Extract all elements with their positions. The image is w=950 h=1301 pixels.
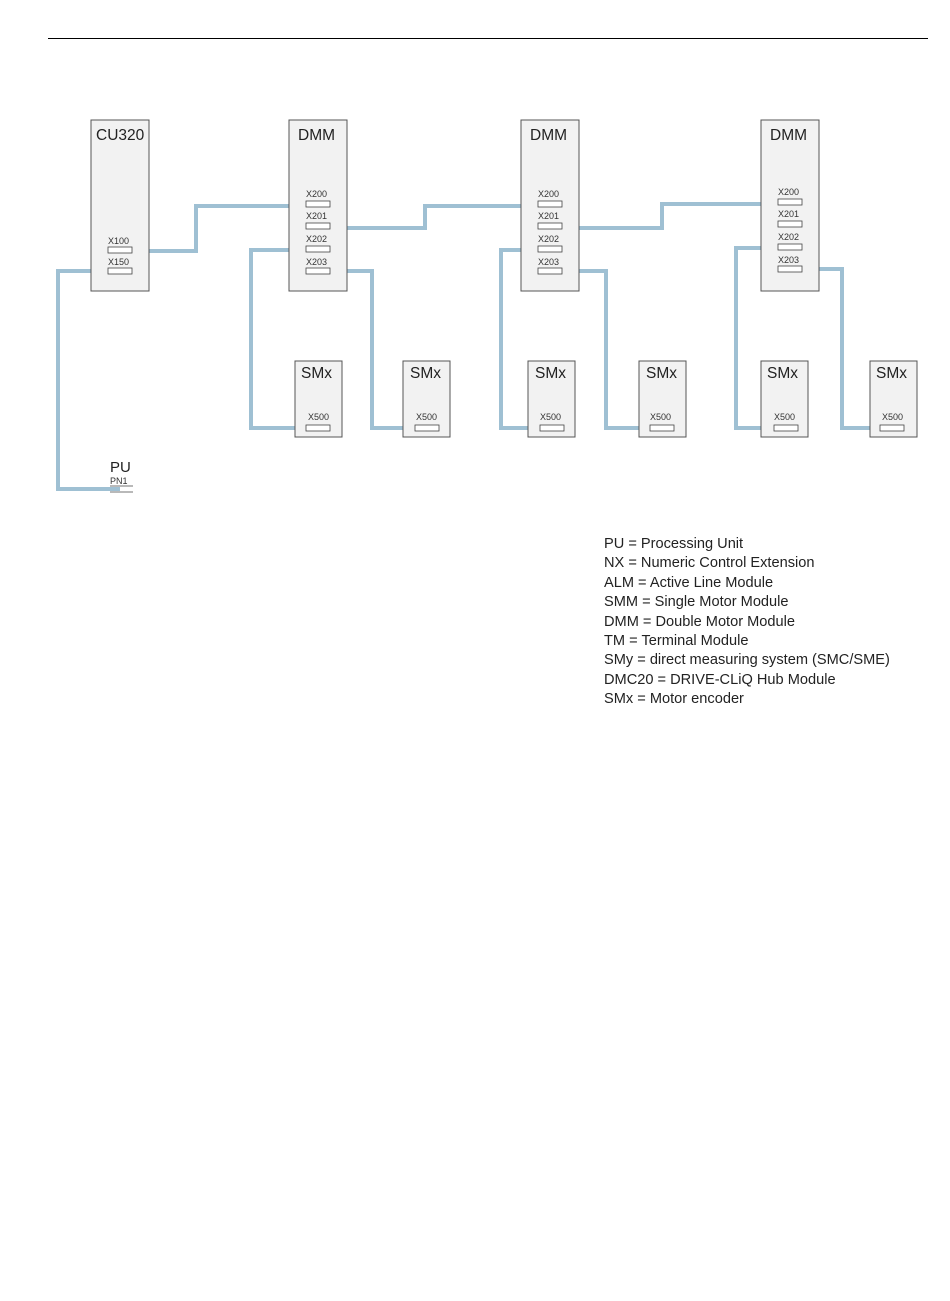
module-pu-title: PU [110,459,131,476]
legend: PU = Processing Unit NX = Numeric Contro… [604,535,944,710]
legend-item: DMM = Double Motor Module [604,613,796,630]
module-smx-5: SMx X500 [760,360,809,438]
port-label-x201: X201 [778,209,799,219]
module-dmm-1-title: DMM [298,127,335,144]
port-label-x203: X203 [538,257,559,267]
port-label-x203: X203 [306,257,327,267]
port-label-x200: X200 [778,187,799,197]
header-rule [48,38,928,39]
port-label-x500: X500 [650,412,671,422]
module-smx-title: SMx [410,365,441,382]
module-smx-title: SMx [301,365,332,382]
port-x500 [414,424,440,432]
legend-item: SMx = Motor encoder [604,691,744,708]
legend-item: SMM = Single Motor Module [604,594,789,611]
port-x100 [107,246,133,254]
port-x202 [777,243,803,251]
cable-cu320-x150-to-pu-pn1 [56,269,120,491]
port-x500 [773,424,799,432]
module-smx-box [638,360,687,438]
legend-item: SMy = direct measuring system (SMC/SME) [604,652,890,669]
cable-cu320-x100-to-dmm1-x200 [118,204,318,253]
module-dmm-3-title: DMM [770,127,807,144]
port-label-x202: X202 [306,234,327,244]
module-smx-3: SMx X500 [527,360,576,438]
port-x150 [107,267,133,275]
cable-dmm2-x201-to-dmm3-x200 [550,202,790,230]
drive-cliq-topology-diagram: CU320 X100 X150 DMM X200 X201 X202 X203 … [56,119,918,493]
port-x200 [777,198,803,206]
port-x203 [305,267,331,275]
port-label-x201: X201 [538,211,559,221]
port-x500 [649,424,675,432]
port-label-x202: X202 [538,234,559,244]
port-label-x201: X201 [306,211,327,221]
module-smx-title: SMx [535,365,566,382]
port-x500 [305,424,331,432]
port-label-x200: X200 [306,189,327,199]
module-cu320-box [90,119,150,292]
module-cu320-title: CU320 [96,127,145,144]
legend-item: DMC20 = DRIVE-CLiQ Hub Module [604,671,836,688]
legend-item: ALM = Active Line Module [604,574,774,591]
port-x200 [537,200,563,208]
port-label-x100: X100 [108,236,129,246]
module-smx-2: SMx X500 [402,360,451,438]
port-x201 [537,222,563,230]
module-smx-box [402,360,451,438]
module-smx-title: SMx [646,365,677,382]
port-x201 [305,222,331,230]
port-x203 [537,267,563,275]
port-label-x200: X200 [538,189,559,199]
module-dmm-2: DMM X200 X201 X202 X203 [520,119,580,292]
module-cu320: CU320 X100 X150 [90,119,150,292]
module-smx-box [760,360,809,438]
port-label-x500: X500 [540,412,561,422]
cable-dmm1-x201-to-dmm2-x200 [318,204,550,230]
module-dmm-3-box [760,119,820,292]
port-x202 [537,245,563,253]
port-x500 [539,424,565,432]
port-label-x500: X500 [308,412,329,422]
port-x500 [879,424,905,432]
port-label-x500: X500 [882,412,903,422]
port-label-x150: X150 [108,257,129,267]
module-pu: PU PN1 [110,459,133,493]
port-x200 [305,200,331,208]
port-x203 [777,265,803,273]
port-label-x500: X500 [774,412,795,422]
module-dmm-3: DMM X200 X201 X202 X203 [760,119,820,292]
port-x202 [305,245,331,253]
module-smx-box [527,360,576,438]
port-label-x500: X500 [416,412,437,422]
module-dmm-2-title: DMM [530,127,567,144]
module-smx-box [294,360,343,438]
port-label-pn1: PN1 [110,476,128,486]
module-smx-1: SMx X500 [294,360,343,438]
module-dmm-1: DMM X200 X201 X202 X203 [288,119,348,292]
module-smx-4: SMx X500 [638,360,687,438]
port-label-x203: X203 [778,255,799,265]
port-label-x202: X202 [778,232,799,242]
legend-item: TM = Terminal Module [604,633,749,650]
cable-dmm1-x202-to-smx1 [249,248,322,430]
module-smx-title: SMx [767,365,798,382]
port-x201 [777,220,803,228]
module-smx-box [869,360,918,438]
legend-item: PU = Processing Unit [604,536,744,552]
legend-item: NX = Numeric Control Extension [604,555,815,572]
module-smx-title: SMx [876,365,907,382]
module-smx-6: SMx X500 [869,360,918,438]
